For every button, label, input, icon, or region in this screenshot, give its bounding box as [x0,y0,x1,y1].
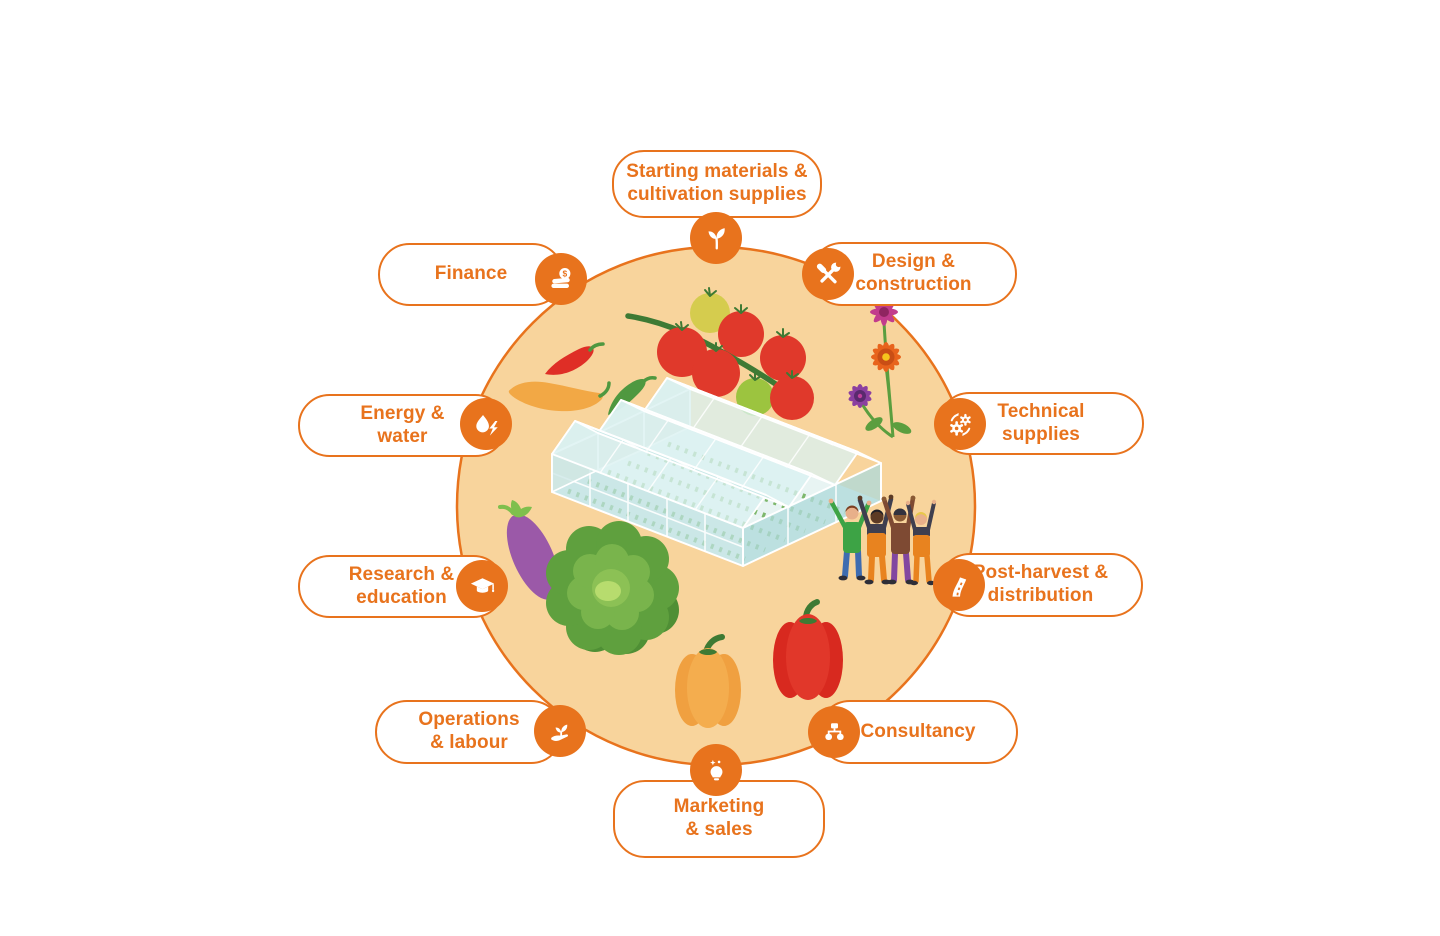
label-text: Starting materials &cultivation supplies [626,161,808,205]
gerbera-flowers [848,298,912,439]
label-text: Operations& labour [418,709,520,753]
label-text: Marketing& sales [673,796,765,840]
hand-seedling-icon [550,724,568,741]
lettuce [546,521,679,655]
tools-icon [816,260,842,283]
label-starting-materials-cultivation-supplies[interactable]: Starting materials &cultivation supplies [612,150,822,218]
workers-celebrating [828,494,937,586]
label-finance[interactable]: Finance [378,243,564,306]
label-text: Research &education [348,563,455,608]
badge-technical-supplies[interactable] [934,398,986,450]
orange-sweet-pepper [508,381,611,412]
orange-bell-pepper [675,634,741,728]
badge-marketing-sales[interactable] [690,744,742,796]
tomato-vine [625,287,814,420]
badge-design-construction[interactable] [802,248,854,300]
water-energy-icon [475,414,498,436]
label-text: Consultancy [860,720,976,742]
coins-icon: $ [550,267,570,288]
road-icon [952,576,966,597]
label-text: Energy &water [360,402,445,447]
label-operations-labour[interactable]: Operations& labour [375,700,563,764]
badge-post-harvest-distribution[interactable] [933,559,985,611]
badge-starting-materials[interactable] [690,212,742,264]
graduation-cap-icon [470,577,494,593]
badge-operations-labour[interactable] [534,705,586,757]
red-bell-pepper [773,599,843,700]
badge-finance[interactable]: $ [535,253,587,305]
greenhouse [551,377,882,567]
svg-text:$: $ [562,268,567,278]
lightbulb-icon [709,759,722,780]
badge-consultancy[interactable] [808,706,860,758]
label-design-construction[interactable]: Design &construction [810,242,1017,306]
badge-energy-water[interactable] [460,398,512,450]
gears-icon [949,412,971,436]
label-text: Finance [434,263,508,285]
label-text: Design &construction [855,251,972,295]
red-chili [545,342,605,375]
org-chart-icon [824,722,844,740]
label-consultancy[interactable]: Consultancy [818,700,1018,764]
seedling-icon [707,227,725,249]
label-text: Post-harvest &distribution [972,562,1109,606]
badge-research-education[interactable] [456,560,508,612]
eggplant [498,500,560,600]
